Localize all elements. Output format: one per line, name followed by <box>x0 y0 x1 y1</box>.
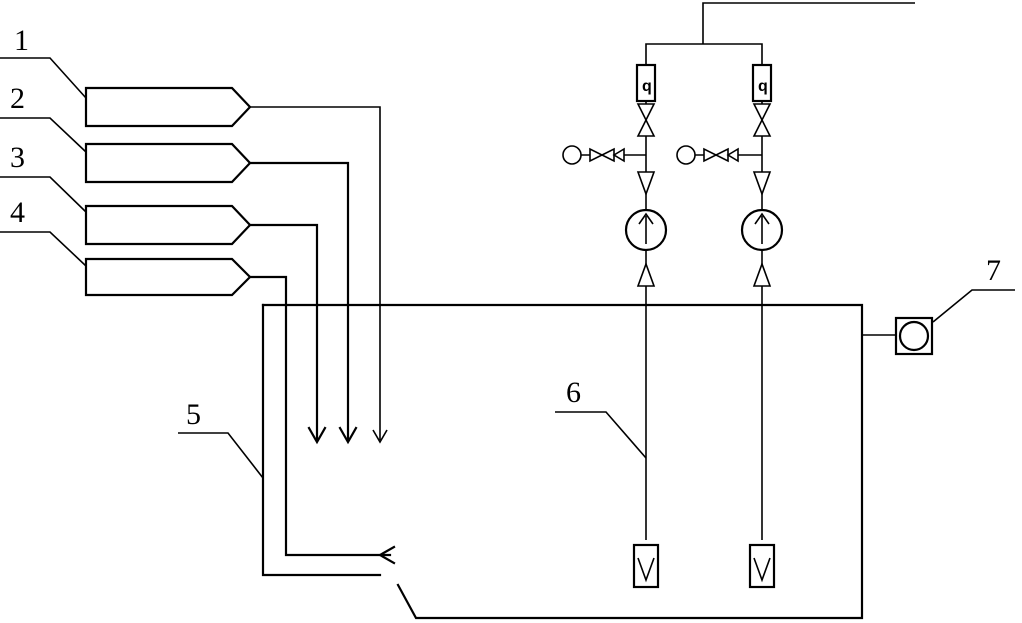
triangle-valve-icon <box>752 261 772 287</box>
dosing-tank-3 <box>84 204 327 445</box>
strainer-icon <box>632 543 660 589</box>
leader-lines <box>0 57 1015 479</box>
label-1: 1 <box>14 24 29 57</box>
pressure-gauge-icon <box>562 145 646 165</box>
inlet-arrow-2 <box>338 426 358 445</box>
inlet-arrow-4 <box>377 545 396 565</box>
pump-up-arrow-icon <box>740 208 784 252</box>
label-6: 6 <box>566 376 581 409</box>
triangle-valve-icon <box>636 261 656 287</box>
indicator-icon: q <box>635 63 657 103</box>
indicator-icon: q <box>751 63 773 103</box>
pump-up-arrow-icon <box>624 208 668 252</box>
triangle-valve-icon <box>636 171 656 197</box>
label-5: 5 <box>186 398 201 431</box>
triangle-valve-icon <box>752 171 772 197</box>
triangle-valve-icon <box>636 103 656 137</box>
label-4: 4 <box>10 196 25 229</box>
inlet-arrow-1 <box>372 429 388 444</box>
triangle-valve-icon <box>752 103 772 137</box>
level-indicator-icon <box>862 316 934 356</box>
pump-line-a: q <box>562 63 668 589</box>
svg-text:q: q <box>642 78 652 95</box>
inlet-arrow-3 <box>307 426 327 445</box>
strainer-icon <box>748 543 776 589</box>
tank <box>261 303 864 620</box>
pressure-gauge-icon <box>676 145 762 165</box>
dosing-tank-4 <box>84 257 396 565</box>
pump-line-b: q <box>676 63 784 589</box>
svg-text:q: q <box>758 78 768 95</box>
label-2: 2 <box>10 82 25 115</box>
dosing-tank-1 <box>84 86 388 444</box>
label-3: 3 <box>10 141 25 174</box>
dosing-tank-2 <box>84 142 358 445</box>
label-7: 7 <box>986 254 1001 287</box>
discharge-manifold <box>645 2 915 65</box>
